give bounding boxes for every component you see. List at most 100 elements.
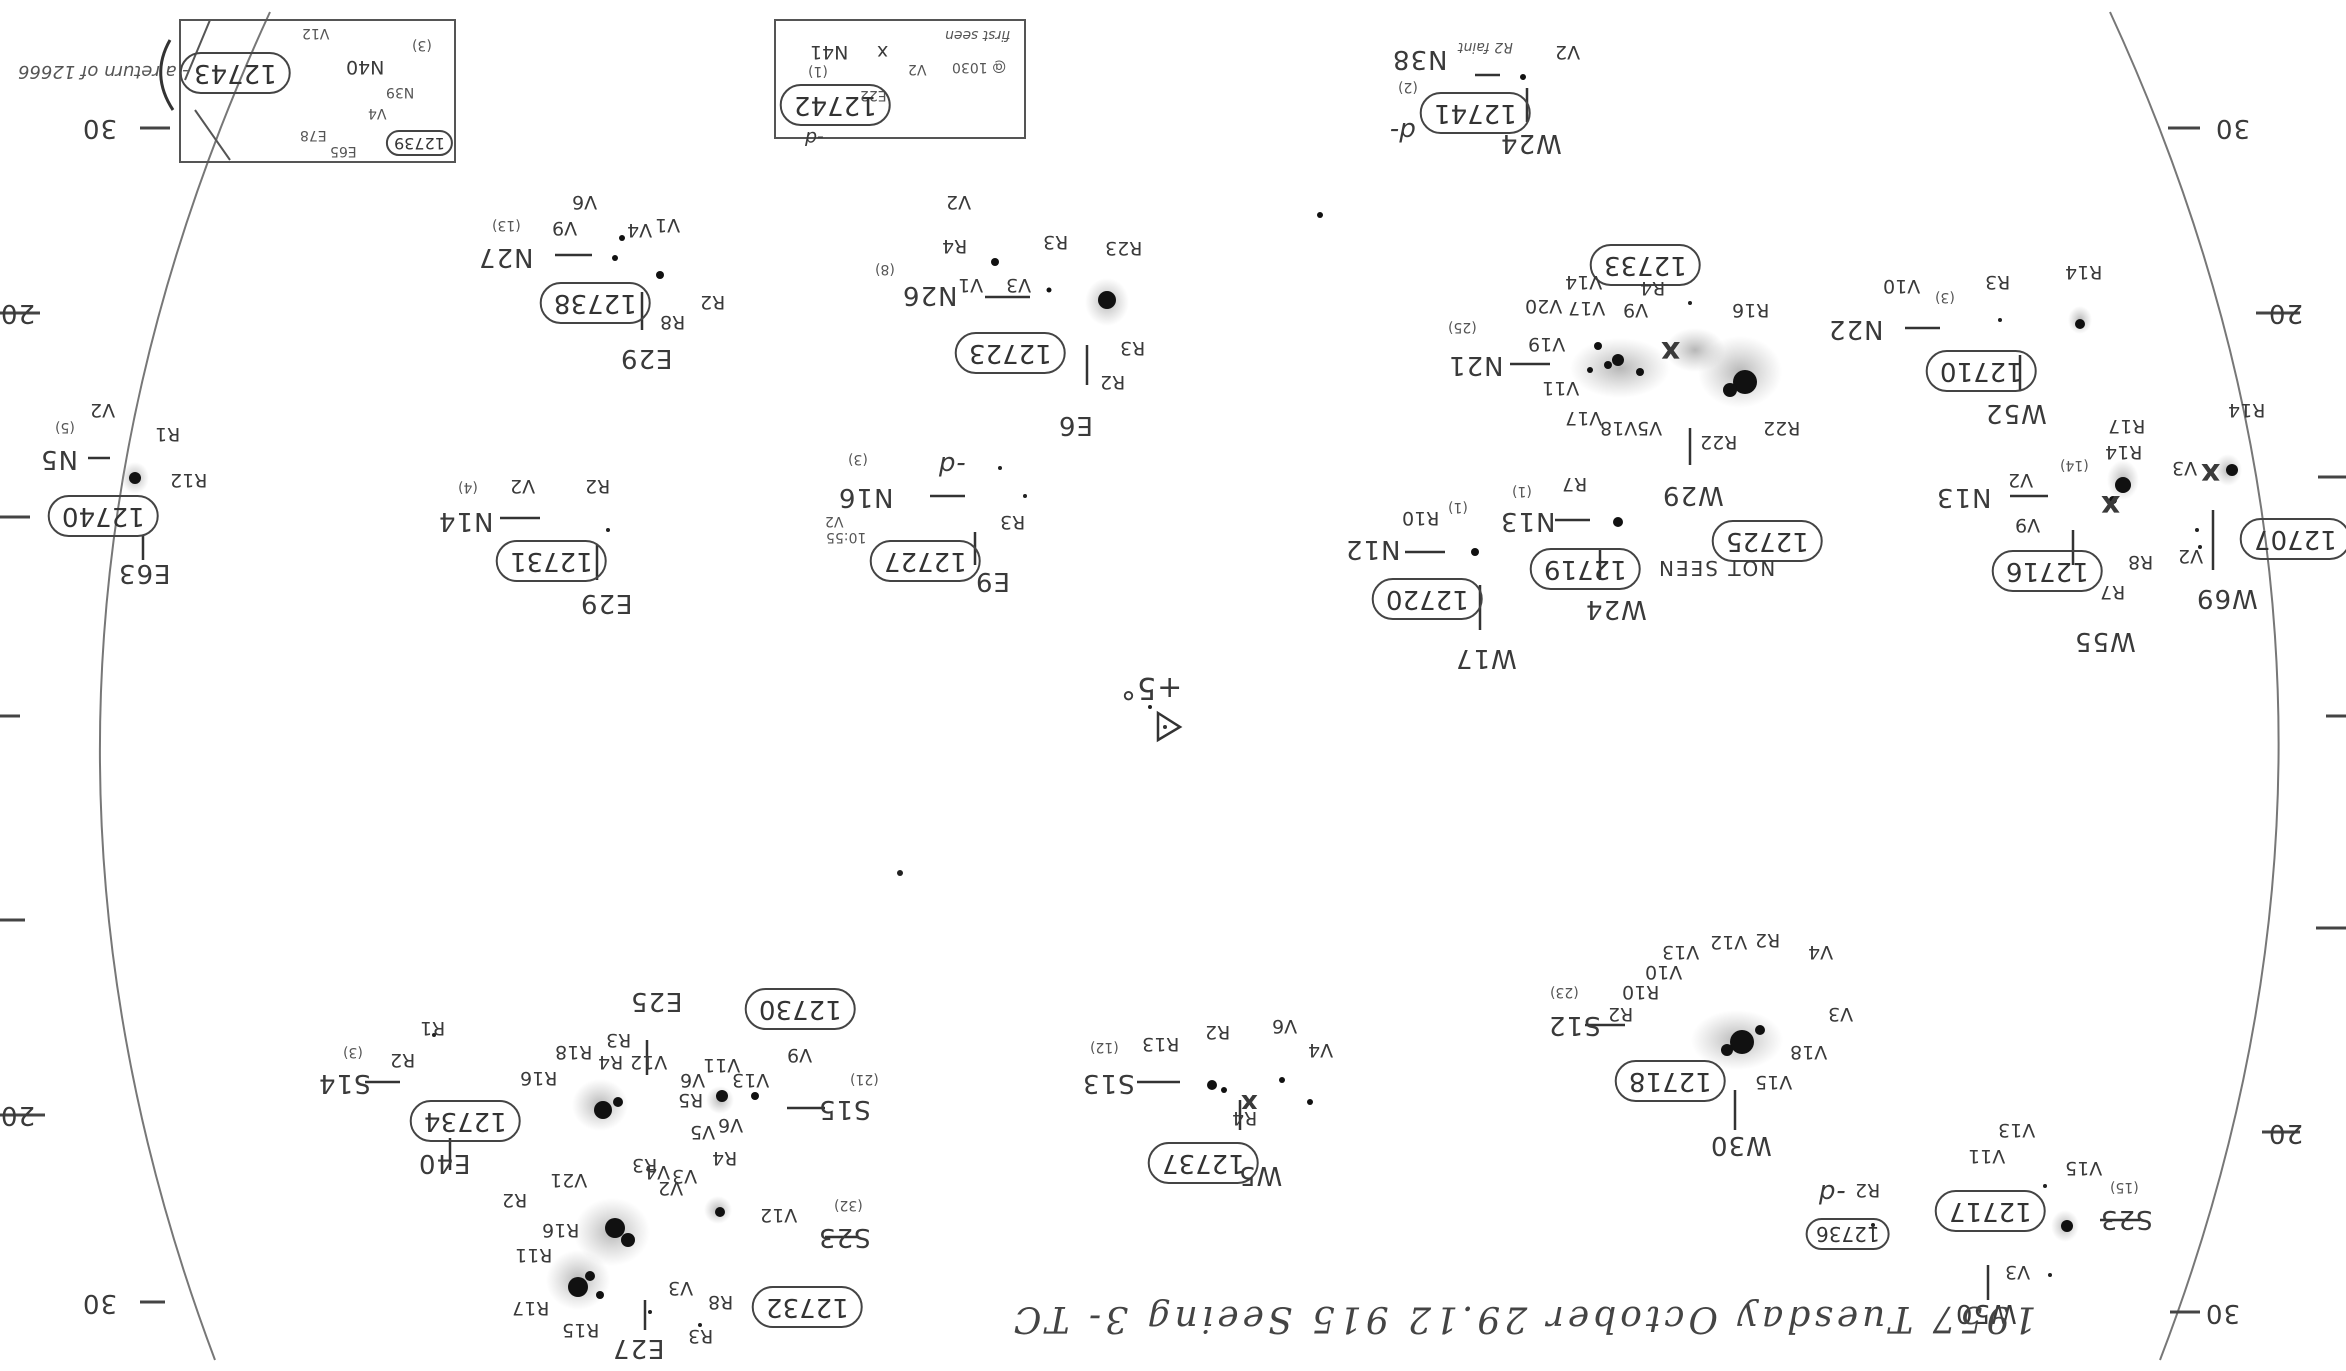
inset-box-top-center xyxy=(774,19,1026,139)
group-12718-number: 12718 xyxy=(1615,1060,1726,1102)
group-12723-pos: E6 xyxy=(1058,410,1093,440)
group-12718-spot-v10: V10 xyxy=(1645,961,1683,983)
group-12733-note: x xyxy=(1660,334,1681,369)
group-12732-spot-v21: V21 xyxy=(550,1169,588,1191)
group-12718-spot-r10: R10 xyxy=(1622,981,1660,1003)
scale-label-right-lower: 20 xyxy=(2268,1118,2304,1148)
group-12717-lat: S23 xyxy=(2100,1204,2153,1234)
group-12716-spot-v9: V9 xyxy=(2015,514,2041,536)
group-12740-pos: E63 xyxy=(118,558,171,588)
group-12731-spot-v2: V2 xyxy=(510,475,536,497)
group-12716-lat: N13 xyxy=(1936,482,1992,512)
group-12737-pos: W5 xyxy=(1238,1160,1283,1190)
group-12717-spot-v3: V3 xyxy=(2005,1261,2031,1283)
group-12734-pos: E40 xyxy=(418,1148,471,1178)
group-12720-pos: W17 xyxy=(1455,643,1517,673)
group-12730-lat: S15 xyxy=(818,1094,871,1124)
group-12733-spot-r22a: R22 xyxy=(1700,431,1738,453)
group-12740-count: (5) xyxy=(55,419,75,435)
group-12723-spot-v3: V3 xyxy=(1006,274,1032,296)
group-12730-number: 12730 xyxy=(745,988,856,1030)
scale-label-right-top: 30 xyxy=(2215,113,2251,143)
group-12733-spot-v14: V14 xyxy=(1565,271,1603,293)
group-12741-pos: W24 xyxy=(1500,128,1562,158)
group-12723-spot-r3: R3 xyxy=(1043,231,1069,253)
group-12723-spot-r4: R4 xyxy=(942,235,968,257)
group-12731-count: (4) xyxy=(458,479,478,495)
group-12720-number: 12720 xyxy=(1372,578,1483,620)
group-12732-spot-v3b: V3 xyxy=(668,1277,694,1299)
group-12718-spot-r2b: R2 xyxy=(1608,1003,1634,1025)
group-12732-spot-r8: R8 xyxy=(708,1291,734,1313)
group-12718-lat: S12 xyxy=(1548,1010,1601,1040)
group-12738-lat: N27 xyxy=(478,242,534,272)
group-12720-lat: N12 xyxy=(1345,534,1401,564)
group-12733-spot-r16: R16 xyxy=(1732,299,1770,321)
group-12727-count: (3) xyxy=(848,451,868,467)
group-12730-spot-r3: R3 xyxy=(606,1029,632,1051)
group-12707-spot-v3: V3 xyxy=(2172,457,2198,479)
group-12730-pos: E25 xyxy=(630,986,683,1016)
group-12719-number: 12719 xyxy=(1530,548,1641,590)
group-12732-spot-r15: R15 xyxy=(562,1319,600,1341)
group-12733-spot-r22b: R22 xyxy=(1763,417,1801,439)
group-12718-spot-v18: V18 xyxy=(1790,1041,1828,1063)
group-12732-spot-v2: V2 xyxy=(658,1177,684,1199)
group-12741-spot-r2: R2 faint xyxy=(1458,39,1513,55)
group-12741-count: (2) xyxy=(1398,79,1418,95)
group-12731-lat: N14 xyxy=(438,506,494,536)
group-12733-spot-v17a: V17 xyxy=(1568,297,1606,319)
group-12732-lat: S23 xyxy=(818,1222,871,1252)
group-12737-count: (12) xyxy=(1090,1039,1119,1055)
faint-pen-marks xyxy=(432,301,2202,1327)
group-12733-spot-v9: V9 xyxy=(1623,299,1649,321)
group-12734-number: 12734 xyxy=(410,1100,521,1142)
center-marker-triangle xyxy=(1156,710,1183,743)
group-12738-spot-f: R8 xyxy=(660,311,686,333)
group-12723-lat: N26 xyxy=(902,280,958,310)
group-12738-number: 12738 xyxy=(540,282,651,324)
group-12710-count: (3) xyxy=(1935,289,1955,305)
group-12727-number: 12727 xyxy=(870,540,981,582)
group-12727-time: 10:55 xyxy=(826,529,867,545)
group-12719-count: (1) xyxy=(1512,483,1532,499)
group-12730-count: (21) xyxy=(850,1071,879,1087)
group-12716-spot-v2: V2 xyxy=(2008,469,2034,491)
group-12738-pos: E29 xyxy=(620,343,673,373)
group-12738-spot-a: V6 xyxy=(572,191,598,213)
inset-tl-v12: V12 xyxy=(302,25,330,41)
group-12732-number: 12732 xyxy=(752,1286,863,1328)
solar-limb-right xyxy=(2109,11,2280,1361)
group-12723-spot-r2: R2 xyxy=(1100,371,1126,393)
group-12732-spot-r11: R11 xyxy=(515,1244,553,1266)
group-12717-spot-v11: V11 xyxy=(1968,1145,2006,1167)
inset-tc-x: x xyxy=(877,41,889,63)
group-12733-count: (25) xyxy=(1448,319,1477,335)
inset-tc-note-line2: @ 1030 xyxy=(952,59,1007,75)
group-12718-spot-v4: V4 xyxy=(1808,941,1834,963)
group-12732-spot-r3b: R3 xyxy=(688,1325,714,1347)
group-12738-spot-c: V4 xyxy=(627,219,653,241)
inset-tc-count: (1) xyxy=(808,63,828,79)
scale-label-left-upper: 20 xyxy=(0,298,36,328)
group-12723-spot-v1: V1 xyxy=(958,274,984,296)
group-12718-spot-v13: V13 xyxy=(1662,941,1700,963)
group-12730-spot-v5: V5 xyxy=(690,1121,716,1143)
group-12732-count: (32) xyxy=(834,1197,863,1213)
inset-tl-e65: E65 xyxy=(330,143,357,159)
group-12718-pos: W30 xyxy=(1710,1130,1772,1160)
group-12734-count: (3) xyxy=(343,1044,363,1060)
inset-tl-group-12739: 12739 xyxy=(386,130,453,156)
group-12732-spot-r17: R17 xyxy=(512,1297,550,1319)
group-12716-number: 12716 xyxy=(1992,550,2103,592)
group-12716-count: (14) xyxy=(2060,457,2089,473)
right-scale-ticks xyxy=(2168,126,2346,1314)
group-12736-note: -d xyxy=(1818,1178,1846,1208)
group-12716-spot-r17: R17 xyxy=(2108,415,2146,437)
group-12733-spot-v17b: V17 xyxy=(1565,407,1603,429)
group-12734-spot-r1: R1 xyxy=(420,1017,446,1039)
group-12731-number: 12731 xyxy=(496,540,607,582)
group-12732-spot-r16: R16 xyxy=(542,1219,580,1241)
group-12707-spot-v2: V2 xyxy=(2178,545,2204,567)
